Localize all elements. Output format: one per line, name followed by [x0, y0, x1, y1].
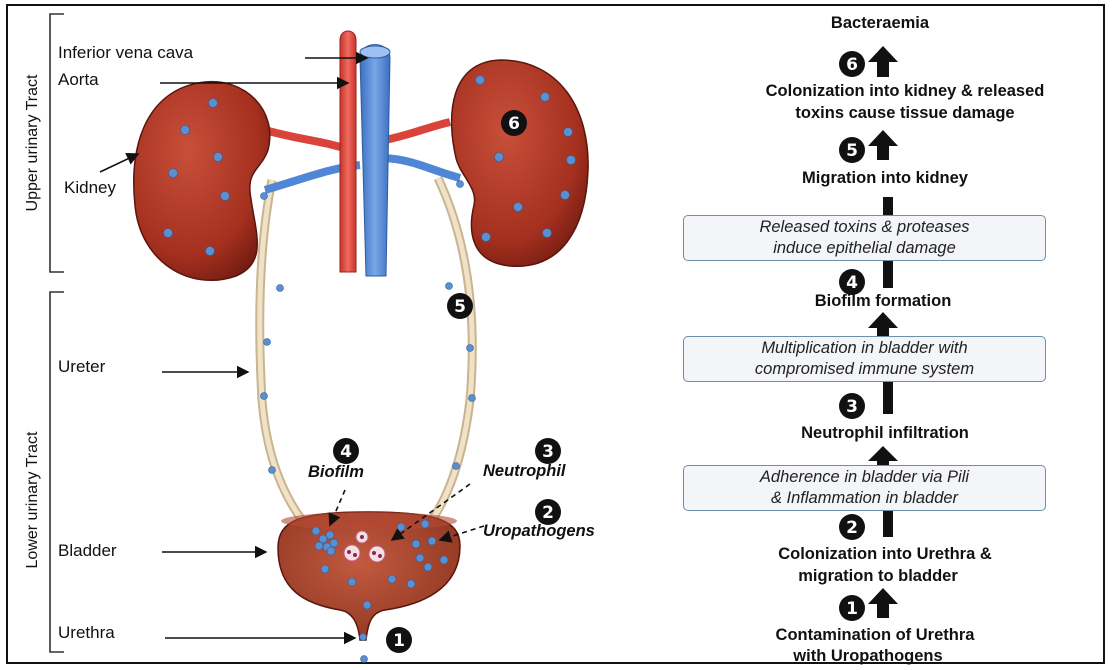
flow-arrow-3: 3 [839, 393, 893, 419]
flow-box-epithelial-damage: Released toxins & proteases induce epith… [683, 215, 1046, 261]
box-3-line-2: & Inflammation in bladder [771, 488, 958, 509]
marker-2: 2 [535, 499, 561, 525]
bacteraemia-title: Bacteraemia [831, 14, 930, 32]
step-3: Neutrophil infiltration [801, 424, 969, 442]
svg-text:4: 4 [846, 273, 858, 293]
flow-box-multiplication: Multiplication in bladder with compromis… [683, 336, 1046, 382]
lower-tract-bracket [50, 292, 64, 652]
bladder [278, 512, 460, 640]
neutrophil-label: Neutrophil [483, 462, 566, 480]
uropathogens-label: Uropathogens [483, 522, 595, 540]
flow-box-adherence: Adherence in bladder via Pili & Inflamma… [683, 465, 1046, 511]
bladder-label: Bladder [58, 541, 117, 560]
box-1-line-1: Released toxins & proteases [759, 217, 969, 238]
svg-text:3: 3 [846, 397, 858, 417]
marker-6: 6 [501, 110, 527, 136]
marker-1: 1 [386, 627, 412, 653]
upper-tract-label: Upper urinary Tract [24, 74, 41, 211]
step-6-line-1: Colonization into kidney & released [766, 82, 1045, 100]
flow-arrow-6: 6 [839, 46, 898, 77]
svg-text:6: 6 [846, 55, 858, 75]
flow-arrow-4: 4 [839, 262, 893, 295]
svg-text:2: 2 [542, 503, 554, 523]
step-1-line-1: Contamination of Urethra [776, 626, 976, 644]
svg-text:5: 5 [846, 141, 858, 161]
step-2-line-2: migration to bladder [798, 567, 958, 585]
flow-arrow-1: 1 [839, 588, 898, 621]
ureter-label: Ureter [58, 357, 106, 376]
svg-text:4: 4 [340, 442, 352, 462]
box-1-line-2: induce epithelial damage [773, 238, 956, 259]
svg-text:1: 1 [846, 599, 858, 619]
step-1-line-2: with Uropathogens [792, 647, 942, 665]
marker-5: 5 [447, 293, 473, 319]
marker-4: 4 [333, 438, 359, 464]
flow-arrow-5: 5 [839, 130, 898, 163]
marker-3: 3 [535, 438, 561, 464]
step-2-line-1: Colonization into Urethra & [778, 545, 992, 563]
step-4: Biofilm formation [815, 292, 952, 310]
ivc-label: Inferior vena cava [58, 43, 194, 62]
left-kidney [134, 82, 270, 281]
aorta-label: Aorta [58, 70, 99, 89]
flow-arrow-2: 2 [839, 514, 893, 540]
kidney-label: Kidney [64, 178, 116, 197]
urethra-label: Urethra [58, 623, 115, 642]
step-5: Migration into kidney [802, 169, 969, 187]
svg-text:2: 2 [846, 518, 858, 538]
step-6-line-2: toxins cause tissue damage [795, 104, 1014, 122]
box-2-line-2: compromised immune system [755, 359, 974, 380]
inferior-vena-cava [360, 45, 390, 277]
box-2-line-1: Multiplication in bladder with [761, 338, 967, 359]
svg-text:5: 5 [454, 297, 466, 317]
lower-tract-label: Lower urinary Tract [24, 431, 41, 568]
biofilm-label: Biofilm [308, 463, 364, 481]
svg-text:3: 3 [542, 442, 554, 462]
aorta [340, 31, 356, 272]
svg-text:6: 6 [508, 114, 520, 134]
flow-arrow-4b [868, 312, 898, 337]
svg-text:1: 1 [393, 631, 405, 651]
box-3-line-1: Adherence in bladder via Pili [760, 467, 969, 488]
